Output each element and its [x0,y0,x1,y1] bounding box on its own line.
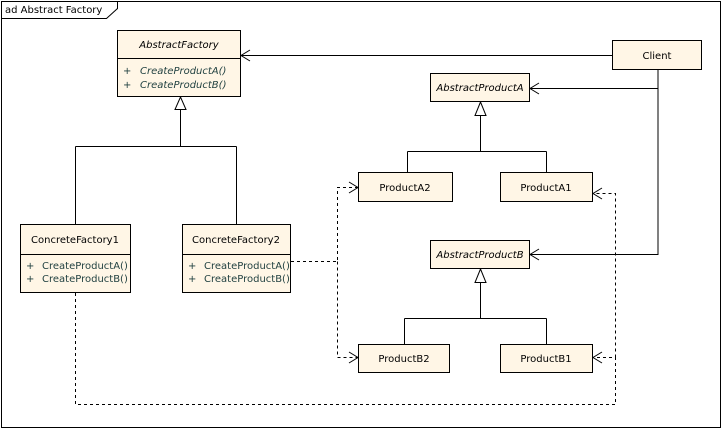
op-visibility: + [123,66,131,77]
operation: CreateProductA() [42,261,128,272]
generalization-product-b [404,267,547,344]
op-visibility: + [188,274,196,285]
generalization-triangle-factory [174,95,187,110]
class-client[interactable]: Client [612,40,702,70]
class-name: ProductB1 [520,354,571,365]
class-abstractfactory[interactable]: AbstractFactory + CreateProductA() + Cre… [117,30,241,97]
operation: CreateProductB() [140,80,226,91]
class-name: ProductA1 [520,183,571,194]
operation: CreateProductB() [204,274,290,285]
class-name: ProductB2 [378,354,429,365]
class-name: AbstractProductA [435,83,523,94]
generalization-product-a [407,100,547,172]
operation: CreateProductA() [140,66,226,77]
class-concretefactory2[interactable]: ConcreteFactory2 + CreateProductA() + Cr… [182,224,291,293]
class-name: ProductA2 [379,183,430,194]
op-visibility: + [26,274,34,285]
op-visibility: + [26,261,34,272]
class-productb1[interactable]: ProductB1 [500,344,593,373]
operation: CreateProductA() [204,261,290,272]
operation: CreateProductB() [42,274,128,285]
class-producta1[interactable]: ProductA1 [500,172,593,202]
generalization-factories [75,95,237,224]
class-abstractproducta[interactable]: AbstractProductA [430,73,530,102]
dependency-concretefactory1 [75,193,616,405]
class-name: ConcreteFactory2 [192,235,280,246]
frame-title: ad Abstract Factory [5,5,102,16]
class-name: AbstractFactory [138,40,220,51]
class-abstractproductb[interactable]: AbstractProductB [430,240,530,269]
generalization-triangle-product-b [474,267,487,283]
class-name: Client [643,51,672,62]
op-visibility: + [188,261,196,272]
class-name: AbstractProductB [435,250,523,261]
generalization-triangle-product-a [474,100,487,116]
class-name: ConcreteFactory1 [31,235,119,246]
class-productb2[interactable]: ProductB2 [358,344,450,373]
association-client-productB [530,88,659,255]
op-visibility: + [123,80,131,91]
class-concretefactory1[interactable]: ConcreteFactory1 + CreateProductA() + Cr… [20,224,131,293]
dependency-concretefactory2 [291,187,358,358]
class-producta2[interactable]: ProductA2 [358,172,453,202]
